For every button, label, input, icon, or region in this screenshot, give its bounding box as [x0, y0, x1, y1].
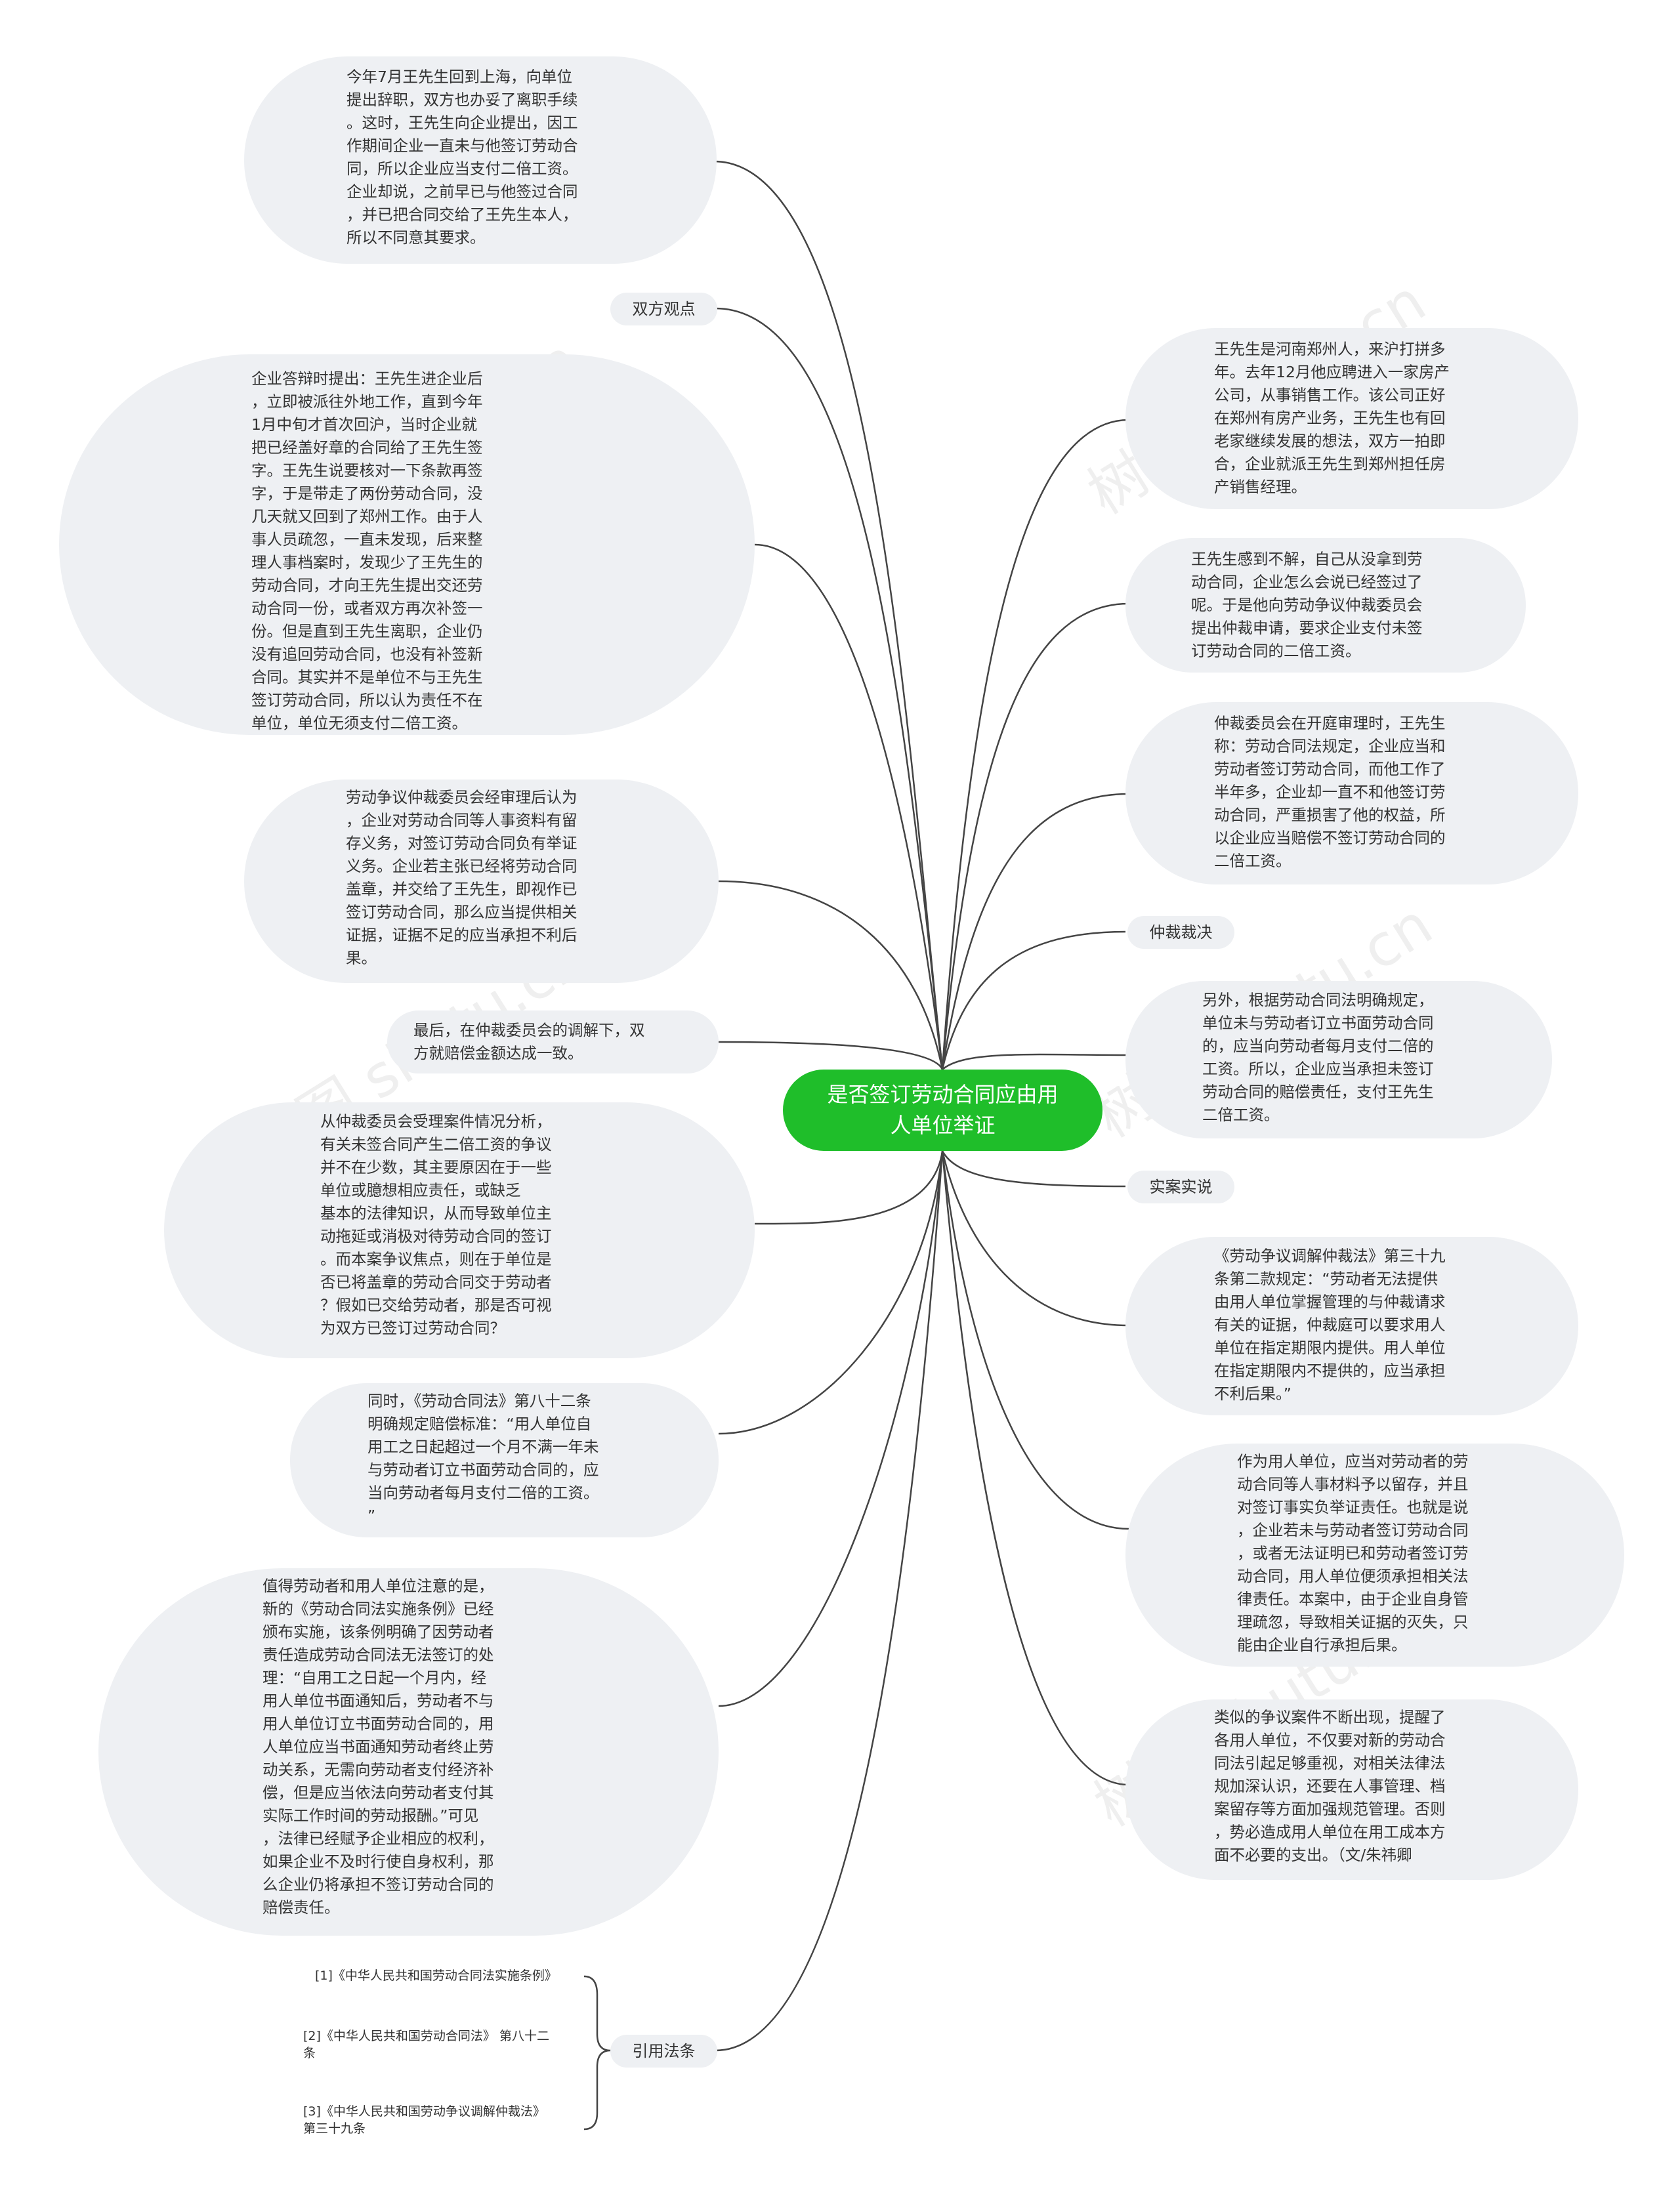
link-yinyong	[715, 1150, 944, 2052]
node-r1-text: 王先生是河南郑州人，来沪打拼多 年。去年12月他应聘进入一家房产 公司，从事销售…	[1214, 340, 1450, 496]
node-l3[interactable]	[244, 780, 719, 983]
node-r1[interactable]	[1125, 328, 1578, 509]
node-r7[interactable]	[1125, 1699, 1578, 1880]
link-l5	[754, 1150, 944, 1225]
node-l7-text: 值得劳动者和用人单位注意的是， 新的《劳动合同法实施条例》已经 颁布实施，该条例…	[262, 1577, 494, 1917]
node-l3-text: 劳动争议仲裁委员会经审理后认为 ，企业对劳动合同等人事资料有留 存义务，对签订劳…	[346, 788, 578, 967]
label-zhongcai[interactable]: 仲裁裁决	[1127, 916, 1234, 949]
link-shian	[941, 1150, 1126, 1188]
link-shuangfang	[715, 307, 944, 1070]
node-r6[interactable]	[1125, 1444, 1624, 1667]
reference-item-1[interactable]: [1]《中华人民共和国劳动合同法实施条例》	[315, 1968, 557, 1983]
link-l7	[718, 1150, 944, 1707]
link-r7	[941, 1150, 1129, 1786]
node-l6[interactable]	[290, 1383, 719, 1537]
node-l5-text: 从仲裁委员会受理案件情况分析， 有关未签合同产生二倍工资的争议 并不在少数，其主…	[320, 1112, 552, 1337]
node-r4[interactable]	[1125, 981, 1552, 1138]
node-r2[interactable]	[1125, 538, 1526, 673]
link-l4	[718, 1041, 944, 1070]
node-l2[interactable]	[59, 354, 755, 735]
link-r1	[941, 419, 1129, 1070]
label-yinyong[interactable]: 引用法条	[610, 2035, 717, 2068]
link-l3	[718, 880, 944, 1070]
root-title: 是否签订劳动合同应由用 人单位举证	[827, 1082, 1059, 1138]
link-r3	[941, 793, 1129, 1070]
node-l4[interactable]	[387, 1010, 719, 1073]
link-l6	[718, 1150, 944, 1435]
node-r3-text: 仲裁委员会在开庭审理时，王先生 称：劳动合同法规定，企业应当和 劳动者签订劳动合…	[1214, 714, 1446, 870]
link-l2	[754, 543, 944, 1070]
node-r5-text: 《劳动争议调解仲裁法》第三十九 条第二款规定：“劳动者无法提供 由用人单位掌握管…	[1214, 1247, 1446, 1403]
label-shian[interactable]: 实案实说	[1127, 1171, 1234, 1203]
node-r6-text: 作为用人单位，应当对劳动者的劳 动合同等人事材料予以留存，并且 对签订事实负举证…	[1237, 1452, 1469, 1654]
reference-item-2[interactable]: [2]《中华人民共和国劳动合同法》 第八十二 条	[303, 2029, 549, 2060]
link-r4	[942, 1053, 1129, 1070]
node-r4-text: 另外，根据劳动合同法明确规定， 单位未与劳动者订立书面劳动合同 的，应当向劳动者…	[1202, 991, 1434, 1124]
label-shuangfang[interactable]: 双方观点	[610, 293, 717, 325]
node-l6-text: 同时，《劳动合同法》第八十二条 明确规定赔偿标准：“用人单位自 用工之日起超过一…	[368, 1392, 599, 1525]
node-r2-text: 王先生感到不解，自己从没拿到劳 动合同，企业怎么会说已经签过了 呢。于是他向劳动…	[1191, 550, 1423, 660]
node-l4-text: 最后，在仲裁委员会的调解下，双 方就赔偿金额达成一致。	[413, 1021, 645, 1062]
node-r7-text: 类似的争议案件不断出现，提醒了 各用人单位，不仅要对新的劳动合 同法引起足够重视…	[1214, 1708, 1446, 1864]
link-r5	[941, 1150, 1129, 1327]
link-r2	[941, 602, 1129, 1070]
node-l1[interactable]	[244, 56, 717, 264]
node-l5[interactable]	[164, 1102, 755, 1358]
root-topic[interactable]: 是否签订劳动合同应由用 人单位举证	[783, 1070, 1102, 1151]
node-r3[interactable]	[1125, 702, 1578, 884]
ref-bracket	[583, 1975, 611, 2131]
node-l7[interactable]	[98, 1568, 719, 1936]
node-l2-text: 企业答辩时提出：王先生进企业后 ，立即被派往外地工作，直到今年 1月中旬才首次回…	[251, 369, 483, 732]
node-l1-text: 今年7月王先生回到上海，向单位 提出辞职，双方也办妥了离职手续 。这时，王先生向…	[346, 68, 578, 247]
link-l1	[715, 160, 944, 1070]
link-zhongcai	[941, 930, 1126, 1070]
node-r5[interactable]	[1125, 1237, 1578, 1415]
link-r6	[941, 1150, 1129, 1530]
reference-item-3[interactable]: [3]《中华人民共和国劳动争议调解仲裁法》 第三十九条	[303, 2104, 545, 2136]
